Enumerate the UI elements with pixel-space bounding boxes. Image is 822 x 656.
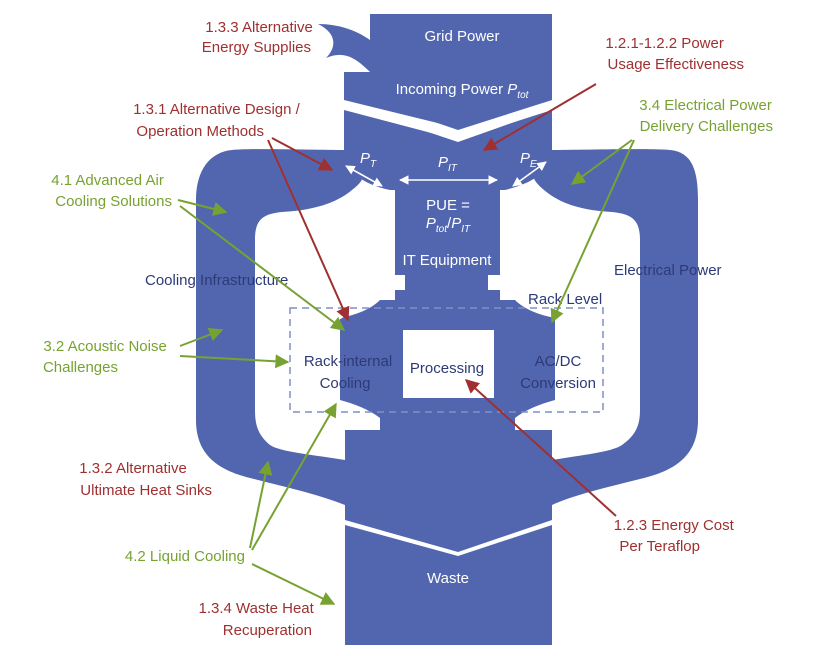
rack-internal-line2: Cooling bbox=[320, 375, 371, 392]
arrow-alt-design-1 bbox=[271, 137, 334, 171]
waste-block bbox=[345, 430, 552, 645]
incoming-power-block bbox=[344, 72, 552, 128]
arrow-acoustic-2 bbox=[179, 354, 290, 369]
label-alt-heat-sinks: 1.3.2 Alternative Ultimate Heat Sinks bbox=[79, 460, 212, 499]
label-energy-cost: 1.2.3 Energy Cost Per Teraflop bbox=[614, 517, 738, 555]
rack-level-box bbox=[289, 307, 604, 413]
arrow-liquid-2 bbox=[251, 402, 337, 551]
label-liquid-cooling: 4.2 Liquid Cooling bbox=[125, 548, 245, 565]
arrow-elec-delivery-1 bbox=[570, 139, 633, 185]
pit-label: PIT bbox=[438, 154, 458, 174]
arrow-liquid-1 bbox=[249, 460, 273, 549]
rack-level-label: Rack Level bbox=[528, 291, 602, 308]
electrical-power-label: Electrical Power bbox=[614, 262, 722, 279]
flow-shapes bbox=[196, 14, 698, 645]
electrical-loop bbox=[533, 149, 698, 505]
pue-formula: Ptot/PIT bbox=[426, 215, 471, 235]
processing-label: Processing bbox=[410, 360, 484, 377]
arrow-elec-delivery-2 bbox=[550, 139, 635, 324]
label-acoustic: 3.2 Acoustic Noise Challenges bbox=[43, 338, 171, 376]
pt-arrow bbox=[345, 165, 383, 187]
grid-power-label: Grid Power bbox=[424, 28, 499, 45]
arrow-energy-cost bbox=[464, 379, 617, 517]
acdc-line1: AC/DC bbox=[535, 353, 582, 370]
arrow-liquid-3 bbox=[251, 563, 336, 605]
pue-line1: PUE = bbox=[426, 197, 470, 214]
it-equipment-label: IT Equipment bbox=[403, 252, 493, 269]
arrow-adv-air-2 bbox=[179, 205, 346, 331]
label-waste-heat: 1.3.4 Waste Heat Recuperation bbox=[198, 600, 318, 639]
label-pue-effectiveness: 1.2.1-1.2.2 Power Usage Effectiveness bbox=[605, 35, 744, 73]
pe-arrow bbox=[512, 161, 547, 187]
pt-label: PT bbox=[360, 150, 377, 170]
label-alt-energy: 1.3.3 Alternative Energy Supplies bbox=[202, 19, 317, 56]
acdc-line2: Conversion bbox=[520, 375, 596, 392]
cooling-loop bbox=[196, 149, 364, 505]
label-alt-design: 1.3.1 Alternative Design / Operation Met… bbox=[133, 101, 304, 140]
incoming-power-label: Incoming Power Ptot bbox=[396, 81, 530, 101]
alt-energy-inlet bbox=[318, 24, 370, 72]
arrow-adv-air-1 bbox=[177, 199, 228, 216]
arrow-alt-design-2 bbox=[267, 139, 350, 322]
label-adv-air: 4.1 Advanced Air Cooling Solutions bbox=[51, 172, 172, 210]
rack-internal-line1: Rack-internal bbox=[304, 353, 392, 370]
waste-label: Waste bbox=[427, 570, 469, 587]
arrow-acoustic-1 bbox=[179, 327, 224, 347]
arrow-pue-effectiveness bbox=[482, 83, 597, 151]
cooling-infrastructure-label: Cooling Infrastructure bbox=[145, 272, 288, 289]
green-arrows bbox=[177, 139, 635, 605]
red-arrows bbox=[267, 83, 617, 517]
label-elec-delivery: 3.4 Electrical Power Delivery Challenges bbox=[639, 97, 776, 135]
